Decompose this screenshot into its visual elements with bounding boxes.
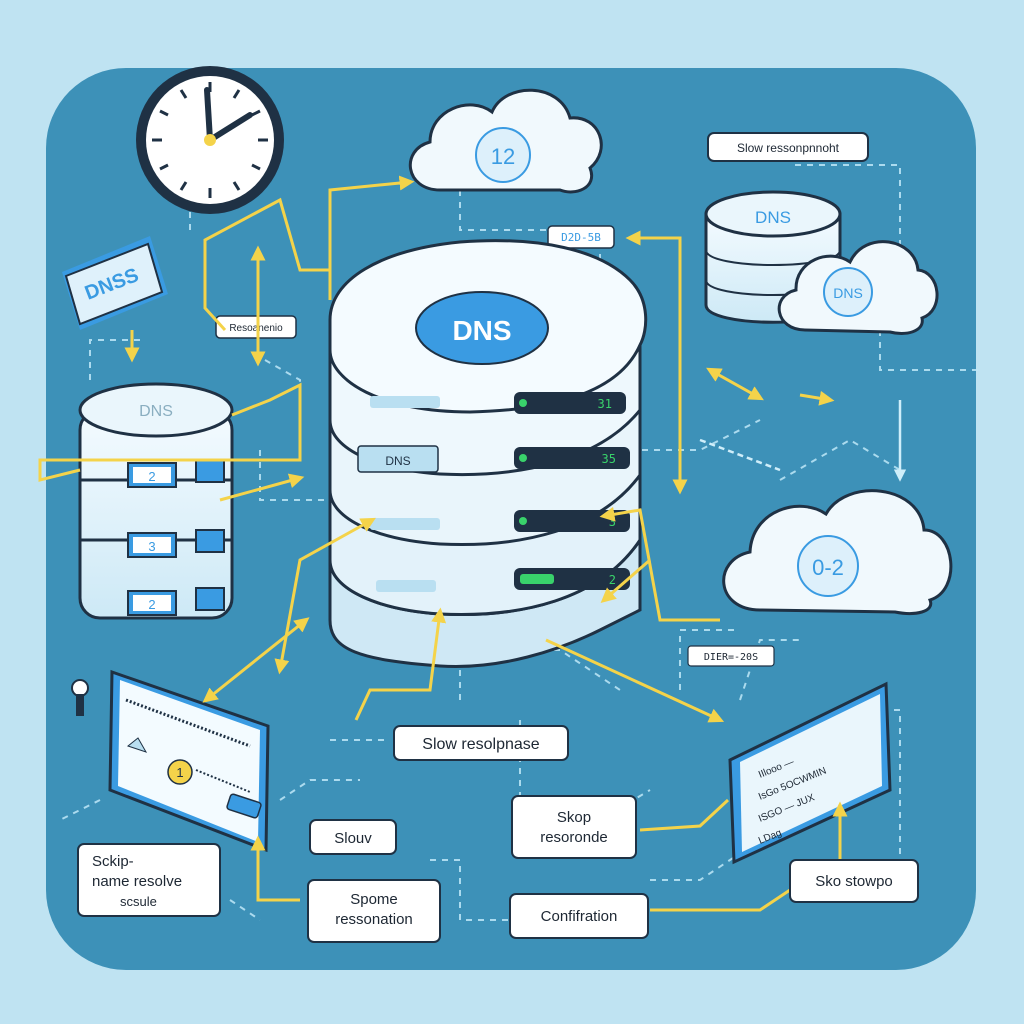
cloud-right-small: DNS — [777, 240, 939, 335]
label-sckip-line-3: scsule — [120, 894, 157, 909]
label-slow-response: Slow resolpnase — [393, 725, 569, 761]
label-spome: Spome ressonation — [307, 879, 441, 943]
left-stack-slot-1: 2 — [148, 469, 155, 484]
server-readout-3: 3 — [609, 515, 616, 529]
right-stack-label: DNS — [755, 208, 791, 227]
label-sko-text: Sko stowpo — [815, 873, 893, 890]
cloud-top: 12 — [408, 88, 603, 194]
label-slow-text: Slouv — [334, 830, 372, 847]
light-switch-icon — [71, 679, 89, 716]
server-badge: DNS — [452, 315, 511, 346]
label-skop: Skop resoronde — [511, 795, 637, 859]
bottom-code-tag: DIER=-20S — [687, 645, 775, 667]
cloud-top-number: 12 — [491, 144, 515, 169]
server-slot-label: DNS — [385, 454, 410, 468]
server-readout-2: 35 — [602, 452, 616, 466]
left-monitor-badge: 1 — [176, 765, 183, 780]
clock-icon — [136, 66, 284, 214]
label-spome-line-1: Spome — [350, 891, 398, 908]
left-stack-label: DNS — [139, 403, 173, 420]
cloud-right-large: 0-2 — [722, 489, 953, 615]
label-top-right: Slow ressonpnnoht — [707, 132, 869, 162]
label-confirmation: Confifration — [509, 893, 649, 939]
left-monitor: 1 — [108, 669, 270, 853]
label-sckip: Sckip- name resolve scsule — [77, 843, 221, 917]
label-slow-response-text: Slow resolpnase — [422, 736, 540, 753]
label-top-right-text: Slow ressonpnnoht — [737, 141, 840, 155]
left-dns-stack: DNS 2 3 2 — [78, 382, 234, 620]
code-tag: D2D-5B — [547, 225, 615, 249]
main-dns-server: DNS DNS 31 35 3 2 — [328, 239, 648, 669]
server-readout-4: 2 — [609, 573, 616, 587]
server-readout-1: 31 — [598, 397, 612, 411]
light-arrows — [699, 400, 907, 482]
dnss-tag: DNSS — [62, 236, 168, 330]
label-slow: Slouv — [309, 819, 397, 855]
bottom-code-text: DIER=-20S — [704, 652, 758, 663]
yellow-arrows — [38, 175, 848, 912]
label-spome-line-2: ressonation — [335, 911, 413, 928]
left-stack-slot-3: 2 — [148, 597, 155, 612]
cloud-right-small-label: DNS — [833, 285, 863, 301]
cloud-right-large-number: 0-2 — [812, 555, 844, 580]
code-tag-text: D2D-5B — [561, 231, 601, 244]
label-skop-line-2: resoronde — [540, 829, 608, 846]
left-stack-slot-2: 3 — [148, 539, 155, 554]
label-skop-line-1: Skop — [557, 809, 591, 826]
label-sckip-line-1: Sckip- — [92, 853, 134, 870]
resource-tag: Resoanenio — [215, 315, 297, 339]
label-confirmation-text: Confifration — [541, 908, 618, 925]
label-sckip-line-2: name resolve — [92, 873, 182, 890]
label-sko: Sko stowpo — [789, 859, 919, 903]
right-monitor: IIlooo — IsGo 5OCWMIN ISGO — JUX LDag — [728, 681, 892, 865]
resource-tag-text: Resoanenio — [229, 323, 283, 334]
